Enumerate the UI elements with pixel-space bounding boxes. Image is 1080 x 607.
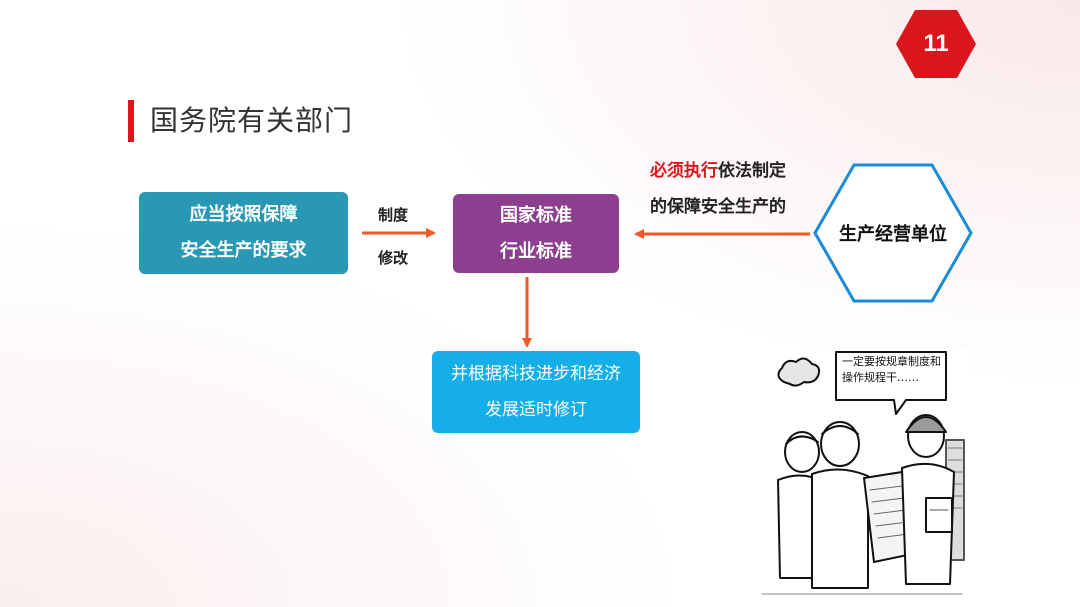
requirement-box: 应当按照保障 安全生产的要求 bbox=[139, 192, 348, 274]
standards-line-2: 行业标准 bbox=[500, 240, 572, 262]
obligation-note-line-1: 必须执行依法制定 bbox=[650, 153, 825, 189]
revision-line-2: 发展适时修订 bbox=[485, 400, 587, 420]
requirement-line-2: 安全生产的要求 bbox=[180, 240, 307, 261]
speech-line-1: 一定要按规章制度和 bbox=[842, 355, 941, 368]
workers-cartoon-icon bbox=[761, 351, 965, 595]
page-number-badge: 11 bbox=[894, 8, 978, 80]
production-unit-label: 生产经营单位 bbox=[839, 224, 947, 245]
revision-line-1: 并根据科技进步和经济 bbox=[451, 364, 621, 384]
cartoon-illustration bbox=[756, 348, 968, 600]
obligation-note: 必须执行依法制定 的保障安全生产的 bbox=[650, 153, 825, 225]
page-title: 国务院有关部门 bbox=[150, 104, 354, 137]
requirement-line-1: 应当按照保障 bbox=[189, 204, 298, 225]
lawfully-formulated-text: 依法制定 bbox=[718, 161, 786, 181]
hexagon-badge-icon bbox=[896, 10, 976, 78]
edge-label-bottom: 修改 bbox=[378, 249, 409, 267]
speech-line-2: 操作规程干…… bbox=[842, 371, 919, 384]
production-unit-node: 生产经营单位 bbox=[812, 162, 974, 304]
page-number: 11 bbox=[923, 30, 949, 57]
title-accent-bar bbox=[128, 100, 134, 142]
must-execute-text: 必须执行 bbox=[650, 161, 718, 181]
edge-label-top: 制度 bbox=[378, 206, 409, 224]
hexagon-outline-icon bbox=[813, 163, 973, 303]
revision-box: 并根据科技进步和经济 发展适时修订 bbox=[432, 351, 640, 433]
standards-line-1: 国家标准 bbox=[500, 204, 572, 226]
standards-box: 国家标准 行业标准 bbox=[453, 194, 619, 273]
obligation-note-line-2: 的保障安全生产的 bbox=[650, 197, 786, 217]
speech-bubble-text: 一定要按规章制度和 操作规程干…… bbox=[838, 352, 948, 394]
